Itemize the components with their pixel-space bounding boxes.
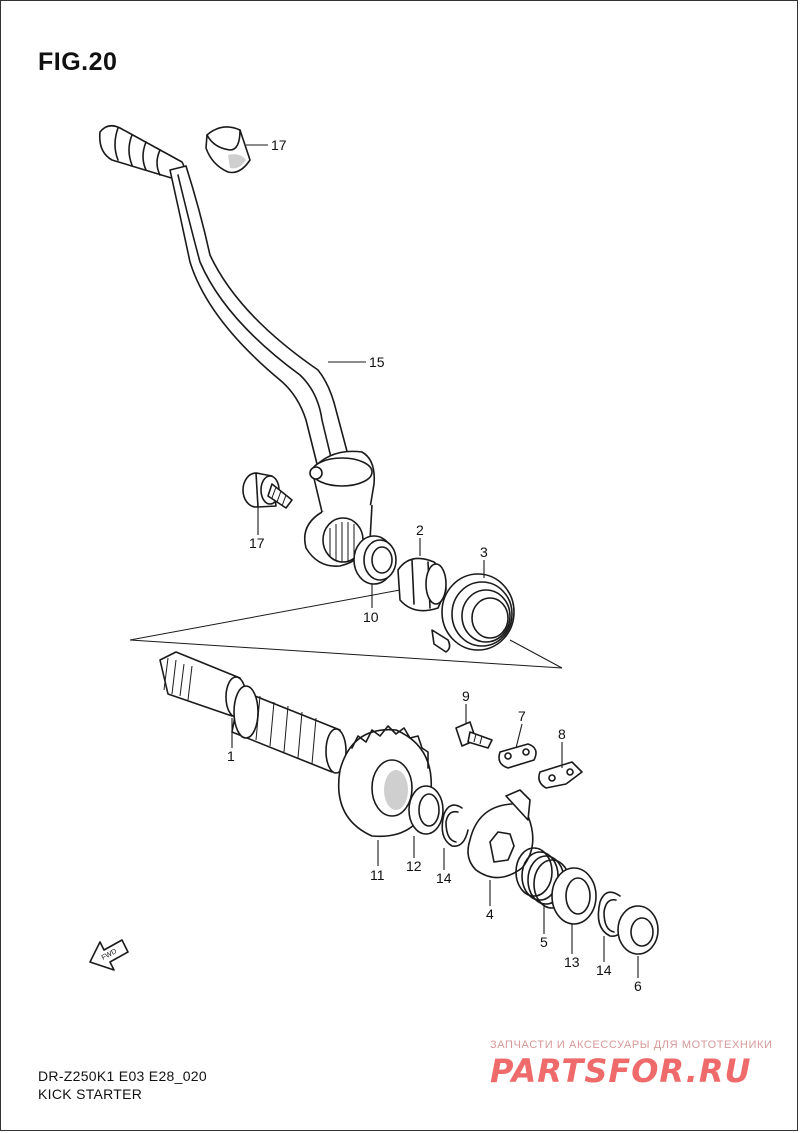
thrust-washer-part bbox=[617, 905, 659, 955]
circlip-upper-part bbox=[441, 804, 469, 847]
callout-11: 11 bbox=[370, 867, 385, 883]
callout-8: 8 bbox=[558, 726, 566, 742]
explosion-guide-lines bbox=[129, 589, 563, 669]
callout-10: 10 bbox=[363, 609, 379, 625]
oil-seal-part bbox=[353, 535, 397, 585]
callout-9: 9 bbox=[462, 688, 470, 704]
lever-bolt-part bbox=[242, 472, 293, 509]
callout-4: 4 bbox=[486, 906, 494, 922]
watermark-caption: ЗАПЧАСТИ И АКСЕССУАРЫ ДЛЯ МОТОТЕХНИКИ bbox=[490, 1039, 773, 1051]
return-spring-part bbox=[431, 573, 515, 653]
callout-3: 3 bbox=[480, 544, 488, 560]
callout-17: 17 bbox=[249, 535, 265, 551]
callout-16: 17 bbox=[271, 137, 287, 153]
watermark-brand: PARTSFOR.RU bbox=[490, 1052, 752, 1090]
guide-plate-part bbox=[538, 761, 583, 789]
callout-6: 6 bbox=[634, 978, 642, 994]
kick-lever-part bbox=[98, 124, 376, 567]
bolt-9-part bbox=[455, 721, 493, 749]
kick-gear-part bbox=[337, 725, 432, 838]
callout-labels: 17 15 17 10 2 3 1 9 7 8 11 12 14 4 5 13 … bbox=[227, 137, 642, 994]
callout-14-upper: 14 bbox=[436, 870, 452, 886]
washer-12-part bbox=[408, 785, 444, 835]
callout-1: 1 bbox=[227, 748, 235, 764]
washer-13-part bbox=[551, 867, 597, 925]
stopper-plate-part bbox=[498, 743, 537, 769]
callout-14-lower: 14 bbox=[596, 962, 612, 978]
section-name: KICK STARTER bbox=[38, 1086, 143, 1102]
leader-lines bbox=[231, 144, 639, 978]
drive-collar-part bbox=[397, 557, 447, 612]
callout-13: 13 bbox=[564, 954, 580, 970]
model-code: DR-Z250K1 E03 E28_020 bbox=[38, 1068, 207, 1084]
callout-2: 2 bbox=[416, 522, 424, 538]
callout-12: 12 bbox=[406, 858, 422, 874]
ratchet-part bbox=[467, 789, 534, 879]
lever-cap-part bbox=[205, 126, 251, 174]
callout-5: 5 bbox=[540, 934, 548, 950]
callout-15: 15 bbox=[369, 354, 385, 370]
callout-7: 7 bbox=[518, 708, 526, 724]
forward-arrow-icon: FWD bbox=[89, 939, 129, 971]
figure-title: FIG.20 bbox=[38, 48, 118, 76]
kick-shaft-part bbox=[159, 651, 347, 774]
